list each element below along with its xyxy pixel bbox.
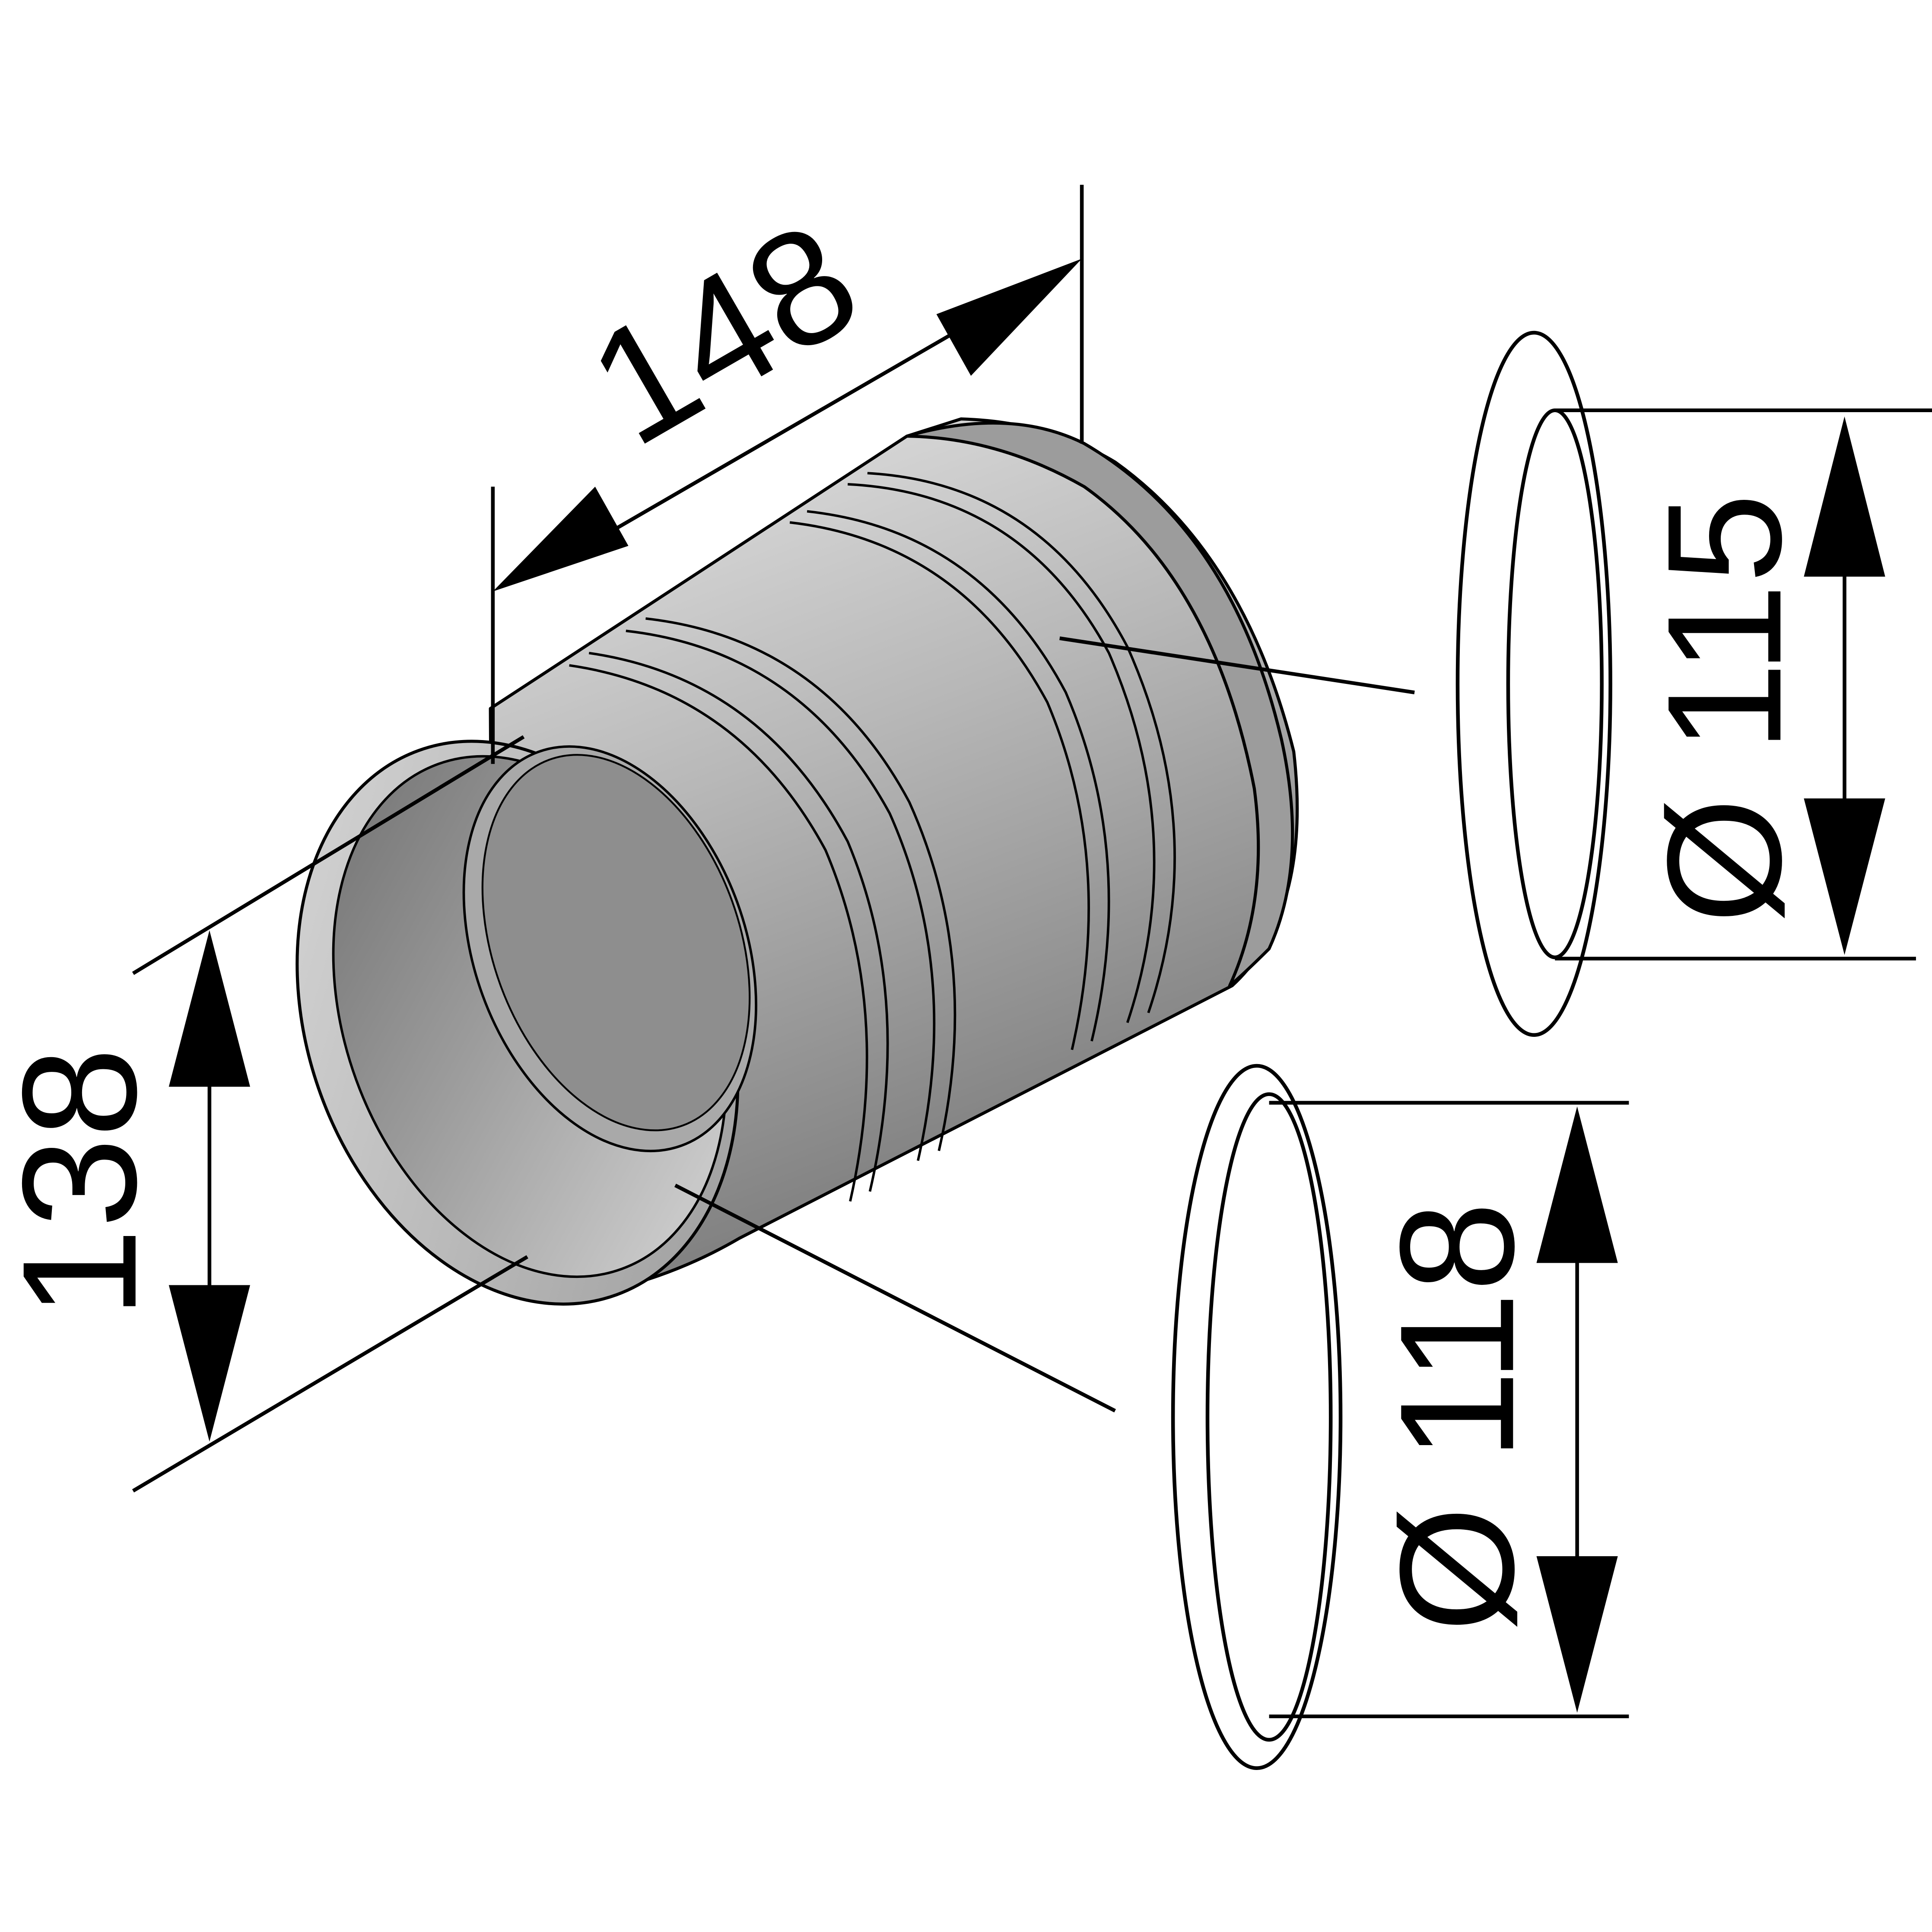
leader-line-seal-118 (674, 1183, 1116, 1413)
arrowhead-115-bottom (1804, 798, 1885, 955)
seal-115-inner (1506, 408, 1604, 960)
dimension-diameter (132, 735, 528, 1493)
arrowhead-right (936, 258, 1082, 376)
arrowhead-115-top (1804, 416, 1885, 577)
arrowhead-118-bottom (1536, 1556, 1618, 1713)
coupling-inner-bore (481, 754, 751, 1131)
arrowhead-bottom (168, 1285, 250, 1442)
seal-118-inner (1205, 1092, 1333, 1742)
leader-line-seal-115 (1059, 636, 1415, 695)
extension-line-top (132, 735, 525, 975)
seal-115-label: Ø 115 (1633, 493, 1815, 924)
dimension-seal-118 (1269, 1101, 1629, 1719)
arrowhead-top (168, 930, 250, 1087)
arrowhead-118-top (1536, 1106, 1618, 1263)
dimension-length (491, 184, 1084, 764)
extension-line-bottom (132, 1255, 528, 1493)
leader-lines (674, 636, 1415, 1413)
pipe-coupling (296, 417, 1299, 1306)
arrowhead-left (493, 486, 629, 591)
diameter-label: 138 (0, 1047, 170, 1319)
coupling-far-flange (905, 421, 1294, 988)
seal-118-label: Ø 118 (1366, 1201, 1548, 1633)
dimension-seal-115 (1555, 408, 1932, 961)
seal-ring-118 (1171, 1064, 1343, 1770)
length-label: 148 (560, 187, 886, 480)
seal-ring-115 (1455, 330, 1612, 1037)
